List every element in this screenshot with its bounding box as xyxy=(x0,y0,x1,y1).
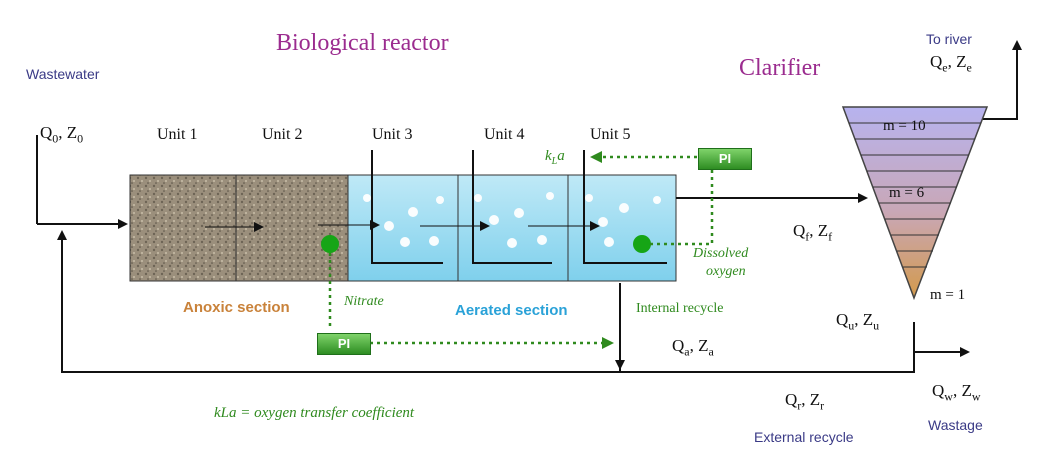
dissolved-oxygen-label-line1: Dissolved xyxy=(693,246,749,261)
unit-3-tank xyxy=(347,174,459,282)
internal-recycle-label: Internal recycle xyxy=(636,301,724,316)
external-recycle-label: External recycle xyxy=(754,429,854,445)
nitrate-label: Nitrate xyxy=(344,294,384,309)
wastewater-label: Wastewater xyxy=(26,66,100,82)
qf-label: Qf, Zf xyxy=(793,221,833,244)
reactor-title: Biological reactor xyxy=(276,30,449,56)
wastage-label: Wastage xyxy=(928,417,983,433)
unit-1-label: Unit 1 xyxy=(157,126,198,143)
layer-bottom-label: m = 1 xyxy=(930,287,966,303)
aeration-bubbles xyxy=(363,192,661,248)
unit-4-label: Unit 4 xyxy=(484,126,525,143)
control-lines xyxy=(328,151,714,349)
dissolved-oxygen-label-line2: oxygen xyxy=(706,264,746,279)
kla-label: kLa xyxy=(545,148,565,167)
layer-mid-label: m = 6 xyxy=(889,185,925,201)
diffuser-pipes xyxy=(371,150,667,264)
clarifier-title: Clarifier xyxy=(739,55,821,81)
aerated-section-label: Aerated section xyxy=(455,302,568,319)
qa-label: Qa, Za xyxy=(672,336,714,359)
qe-label: Qe, Ze xyxy=(930,52,972,75)
anoxic-section-label: Anoxic section xyxy=(183,299,290,316)
oxygen-pi-controller: PI xyxy=(698,148,752,170)
unit-2-label: Unit 2 xyxy=(262,126,303,143)
qu-label: Qu, Zu xyxy=(836,310,880,333)
qw-label: Qw, Zw xyxy=(932,381,981,404)
unit-3-label: Unit 3 xyxy=(372,126,413,143)
unit-1-tank xyxy=(129,174,237,282)
unit-5-label: Unit 5 xyxy=(590,126,631,143)
unit-4-tank xyxy=(457,174,569,282)
qr-label: Qr, Zr xyxy=(785,390,825,413)
layer-top-label: m = 10 xyxy=(883,118,926,134)
unit-2-tank xyxy=(235,174,349,282)
q0-label: Q0, Z0 xyxy=(40,123,84,146)
clarifier-layers xyxy=(849,122,981,268)
kla-definition: kLa = oxygen transfer coefficient xyxy=(214,405,415,421)
to-river-label: To river xyxy=(926,31,972,47)
nitrate-pi-controller: PI xyxy=(317,333,371,355)
nitrate-sensor xyxy=(321,235,339,253)
oxygen-sensor xyxy=(633,235,651,253)
